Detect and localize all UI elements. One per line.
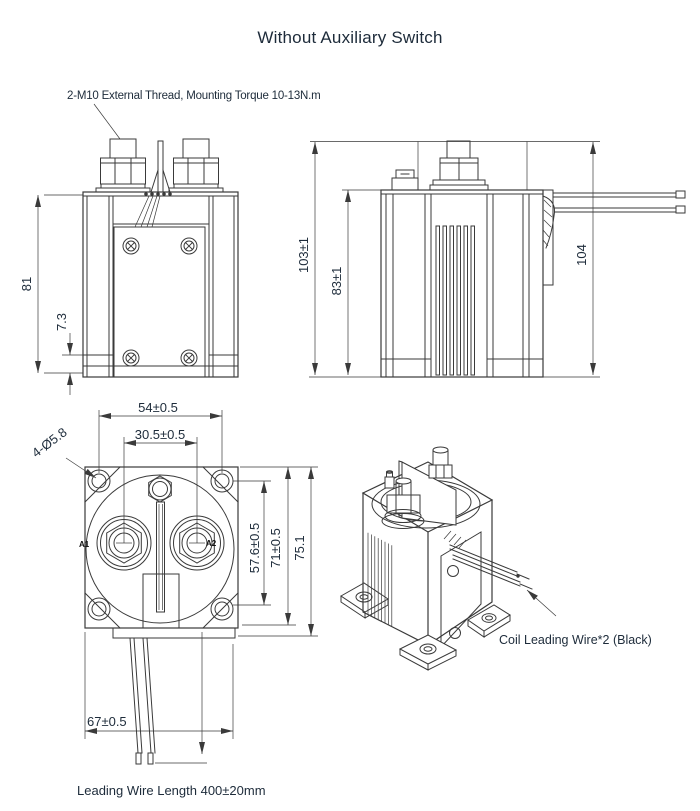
terminal-a1-label: A1	[79, 540, 90, 549]
wire-grommet	[542, 195, 555, 249]
coil-wire-note: Coil Leading Wire*2 (Black)	[499, 633, 652, 647]
thread-torque-note: 2-M10 External Thread, Mounting Torque 1…	[67, 90, 321, 102]
bracket-blade	[157, 140, 164, 193]
front-body	[82, 191, 239, 378]
mount-hole-leader	[65, 457, 97, 479]
thread-note-leader	[93, 103, 121, 140]
dim-terminal-spacing: 30.5±0.5	[135, 427, 186, 442]
center-slot	[156, 501, 165, 613]
iso-vent-pin	[384, 470, 395, 489]
top-round-housing	[85, 474, 235, 624]
dim-hole-spacing-x: 54±0.5	[138, 400, 178, 415]
coil-note-leader	[526, 589, 557, 617]
dim-base-width: 67±0.5	[87, 714, 127, 729]
top-lead-wires	[129, 637, 156, 765]
side-body	[380, 189, 544, 378]
dim-overall-width: 75.1	[292, 535, 307, 560]
iso-foot-front	[398, 634, 458, 671]
hex-nut-right	[173, 157, 219, 185]
dim-body-width: 71±0.5	[268, 528, 283, 568]
front-view-drawing: 81 7.3	[19, 138, 239, 395]
dim-side-body-height: 83±1	[329, 267, 344, 296]
side-ribs	[435, 225, 475, 376]
dim-side-wire-height: 104	[574, 244, 589, 266]
wire-length-note: Leading Wire Length 400±20mm	[77, 783, 266, 798]
iso-coil-wires	[443, 530, 533, 590]
iso-ribs	[367, 532, 393, 627]
center-post	[148, 475, 172, 503]
dim-hole-spacing-y: 57.6±0.5	[247, 523, 262, 574]
aux-terminal	[391, 169, 419, 191]
side-lead-wires	[552, 190, 686, 214]
iso-foot-right	[467, 604, 511, 638]
drawing-title: Without Auxiliary Switch	[257, 28, 443, 47]
dim-front-overall-height: 81	[19, 277, 34, 291]
front-cover-plate	[113, 226, 206, 378]
cover-screws	[122, 237, 198, 367]
dim-side-overall-height: 103±1	[296, 237, 311, 273]
dim-front-base-height: 7.3	[54, 313, 69, 331]
top-base-strip	[112, 627, 236, 639]
hex-nut-left	[100, 157, 146, 185]
terminal-a2-label: A2	[206, 539, 217, 548]
stud-thread-right	[182, 138, 210, 159]
front-coil-wires	[134, 195, 161, 228]
top-view-drawing: A1 A2 54±0.5 30.5±0.5 4-Ø5.8 57.6±0.5	[29, 400, 318, 765]
dim-mount-hole-note: 4-Ø5.8	[29, 424, 70, 460]
iso-face-panel	[440, 531, 482, 649]
side-stud-thread	[446, 140, 471, 159]
stud-thread-left	[109, 138, 137, 159]
side-view-drawing: 103±1 83±1 104	[296, 140, 686, 378]
isometric-view-drawing	[340, 446, 557, 671]
